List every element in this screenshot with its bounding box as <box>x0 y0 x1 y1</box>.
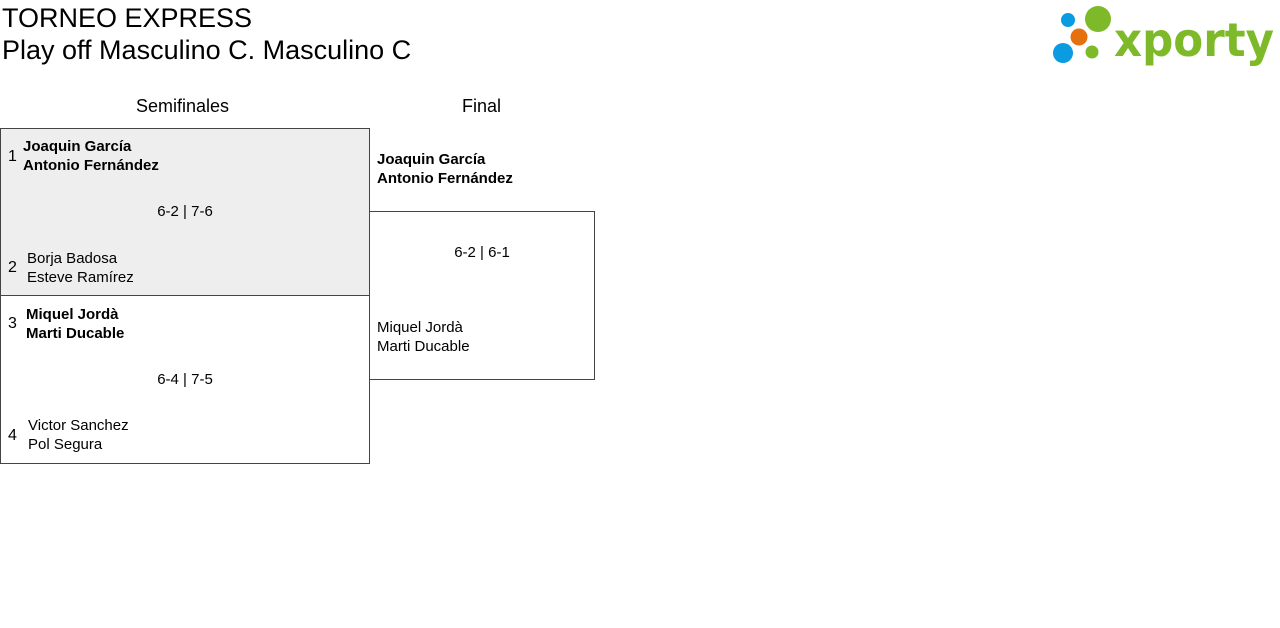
final-team-winner: Joaquin García Antonio Fernández <box>377 150 513 188</box>
tournament-subtitle: Play off Masculino C. Masculino C <box>2 35 412 65</box>
seed-number: 1 <box>8 148 17 165</box>
player-name: Antonio Fernández <box>23 157 159 174</box>
team-winner: Miquel Jordà Marti Ducable <box>26 305 124 343</box>
player-name: Victor Sanchez <box>28 417 129 434</box>
team-winner: Joaquin García Antonio Fernández <box>23 137 159 175</box>
svg-text:xporty: xporty <box>1114 13 1274 66</box>
player-name: Miquel Jordà <box>377 319 463 336</box>
tournament-title: TORNEO EXPRESS <box>2 3 253 33</box>
team-loser: Borja Badosa Esteve Ramírez <box>27 249 134 287</box>
player-name: Pol Segura <box>28 436 103 453</box>
seed-number: 2 <box>8 259 17 276</box>
xporty-logo: xporty <box>1050 4 1276 67</box>
player-name: Miquel Jordà <box>26 306 119 323</box>
round-label-final: Final <box>462 96 502 116</box>
match-score: 6-2 | 6-1 <box>454 244 510 261</box>
team-loser: Victor Sanchez Pol Segura <box>28 416 129 454</box>
match-score: 6-4 | 7-5 <box>157 371 213 388</box>
player-name: Joaquin García <box>23 138 132 155</box>
player-name: Antonio Fernández <box>377 170 513 187</box>
match-score: 6-2 | 7-6 <box>157 203 213 220</box>
seed-number: 4 <box>8 427 17 444</box>
semifinal-match-1[interactable]: 1 Joaquin García Antonio Fernández 6-2 |… <box>0 128 370 296</box>
semifinal-match-2[interactable]: 3 Miquel Jordà Marti Ducable 6-4 | 7-5 4… <box>0 295 370 464</box>
final-team-loser: Miquel Jordà Marti Ducable <box>377 318 470 356</box>
player-name: Marti Ducable <box>377 338 470 355</box>
player-name: Marti Ducable <box>26 325 125 342</box>
round-label-semifinales: Semifinales <box>136 96 230 116</box>
player-name: Esteve Ramírez <box>27 269 134 286</box>
final-match[interactable]: 6-2 | 6-1 Miquel Jordà Marti Ducable <box>369 211 595 380</box>
seed-number: 3 <box>8 315 17 332</box>
player-name: Joaquin García <box>377 151 486 168</box>
player-name: Borja Badosa <box>27 250 118 267</box>
